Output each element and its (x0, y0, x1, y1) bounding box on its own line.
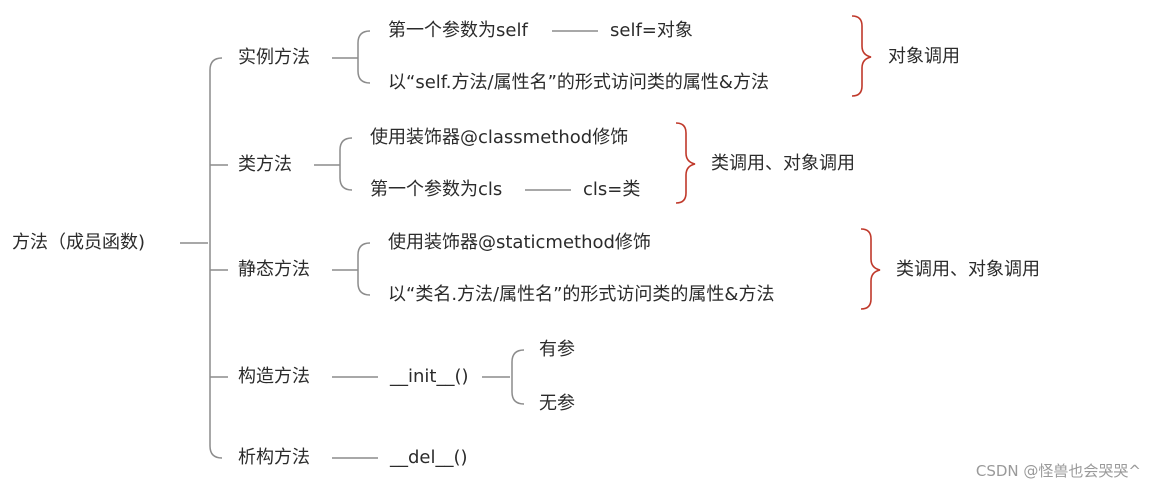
connector-b2-fork (339, 137, 353, 191)
instance-first-param: 第一个参数为self (388, 20, 528, 41)
constructor-with-params: 有参 (539, 339, 575, 360)
class-first-param: 第一个参数为cls (370, 179, 503, 200)
branch-static-method: 静态方法 (238, 259, 310, 280)
class-decorator: 使用装饰器@classmethod修饰 (370, 127, 629, 148)
connector-trunk (209, 57, 223, 459)
static-access-form: 以“类名.方法/属性名”的形式访问类的属性&方法 (388, 284, 775, 305)
branch-constructor: 构造方法 (238, 366, 310, 387)
root-node: 方法（成员函数) (12, 232, 146, 253)
class-call-summary: 类调用、对象调用 (711, 153, 855, 174)
destructor-del: __del__() (390, 447, 468, 468)
static-decorator: 使用装饰器@staticmethod修饰 (388, 232, 651, 253)
instance-call-summary: 对象调用 (888, 46, 960, 67)
instance-self-note: self=对象 (610, 20, 693, 41)
brace-b3 (860, 228, 881, 310)
class-cls-note: cls=类 (583, 179, 641, 200)
constructor-init: __init__() (390, 366, 469, 387)
constructor-no-params: 无参 (539, 393, 575, 414)
branch-class-method: 类方法 (238, 154, 292, 175)
branch-destructor: 析构方法 (238, 447, 310, 468)
connector-b1-fork (357, 30, 371, 84)
brace-b2 (675, 122, 696, 204)
branch-instance-method: 实例方法 (238, 47, 310, 68)
brace-b1 (851, 15, 872, 97)
connector-b3-fork (357, 242, 371, 296)
instance-access-form: 以“self.方法/属性名”的形式访问类的属性&方法 (388, 72, 769, 93)
static-call-summary: 类调用、对象调用 (896, 259, 1040, 280)
connector-b4-fork (511, 349, 525, 405)
watermark: CSDN @怪兽也会哭哭^ (975, 462, 1141, 480)
